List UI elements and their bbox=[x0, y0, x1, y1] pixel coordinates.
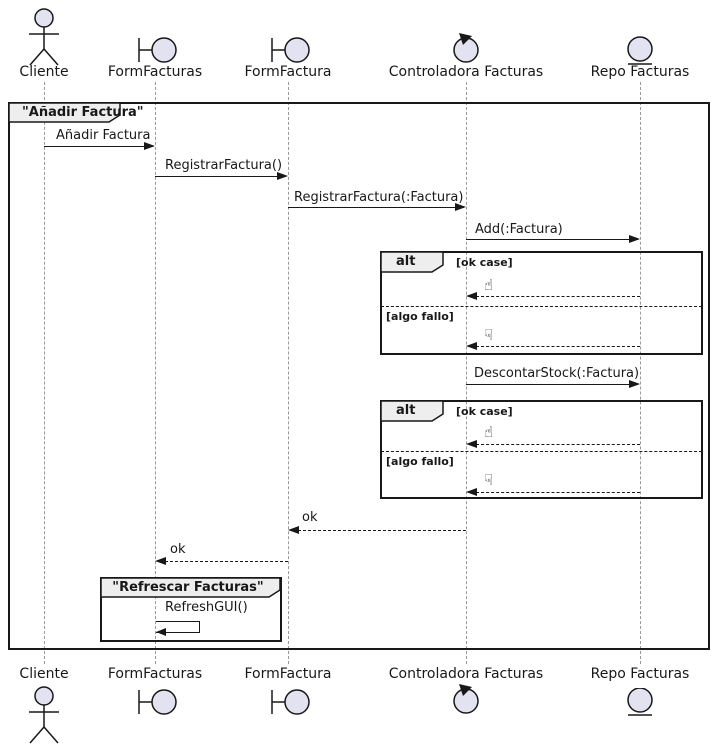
guard-label: [algo fallo] bbox=[386, 455, 454, 468]
message-label: RefreshGUI() bbox=[165, 600, 248, 615]
actor-icon bbox=[22, 4, 66, 70]
message-arrow bbox=[288, 203, 466, 212]
entity-icon bbox=[622, 36, 658, 72]
return-arrow bbox=[466, 292, 640, 301]
thumbs-down-icon: ☟ bbox=[484, 471, 494, 489]
message-label: RegistrarFactura(:Factura) bbox=[294, 190, 464, 205]
message-arrow bbox=[466, 235, 640, 244]
boundary-icon bbox=[137, 688, 179, 720]
message-label: Add(:Factura) bbox=[475, 222, 563, 237]
control-icon bbox=[450, 684, 482, 720]
self-message-arrowhead bbox=[156, 628, 166, 636]
frame-anadir-factura bbox=[8, 102, 710, 650]
alt-fragment-2-tab bbox=[380, 400, 445, 427]
alt-operator-label: alt bbox=[396, 254, 416, 269]
return-arrow bbox=[466, 342, 640, 351]
participant-label-formfacturas: FormFacturas bbox=[107, 666, 203, 682]
return-arrow bbox=[466, 440, 640, 449]
message-arrow bbox=[44, 142, 155, 151]
participant-label-controladora: Controladora Facturas bbox=[388, 666, 544, 682]
participant-label-formfacturas: FormFacturas bbox=[107, 64, 203, 80]
return-arrow bbox=[288, 526, 466, 535]
lifeline-repo-facturas bbox=[640, 82, 641, 664]
guard-label: [algo fallo] bbox=[386, 310, 454, 323]
thumbs-up-icon: ☝ bbox=[484, 276, 494, 294]
message-label: RegistrarFactura() bbox=[165, 158, 283, 173]
alt-fragment-2 bbox=[380, 400, 703, 499]
guard-label: [ok case] bbox=[456, 256, 513, 269]
self-message-arrow bbox=[156, 621, 200, 633]
thumbs-up-icon: ☝ bbox=[484, 423, 494, 441]
lifeline-formfacturas bbox=[155, 82, 156, 664]
entity-icon bbox=[622, 687, 658, 724]
frame-anadir-factura-title: "Añadir Factura" bbox=[22, 105, 144, 120]
participant-label-formfactura: FormFactura bbox=[244, 666, 332, 682]
message-label: DescontarStock(:Factura) bbox=[474, 366, 640, 381]
actor-icon bbox=[22, 684, 66, 748]
frame-anadir-factura-tab bbox=[8, 102, 122, 128]
return-label: ok bbox=[302, 510, 318, 525]
frame-refrescar-facturas-title: "Refrescar Facturas" bbox=[112, 580, 264, 595]
frame-refrescar-facturas-tab bbox=[100, 577, 282, 603]
alt-divider bbox=[381, 451, 702, 452]
alt-fragment-1 bbox=[380, 251, 703, 355]
lifeline-formfactura bbox=[288, 82, 289, 664]
alt-operator-label: alt bbox=[396, 403, 416, 418]
participant-label-controladora: Controladora Facturas bbox=[388, 64, 544, 80]
thumbs-down-icon: ☟ bbox=[484, 326, 494, 344]
control-icon bbox=[450, 33, 482, 69]
return-label: ok bbox=[170, 542, 186, 557]
guard-label: [ok case] bbox=[456, 405, 513, 418]
participant-label-formfactura: FormFactura bbox=[244, 64, 332, 80]
boundary-icon bbox=[270, 688, 312, 720]
lifeline-cliente bbox=[44, 82, 45, 664]
participant-label-cliente: Cliente bbox=[19, 666, 69, 682]
participant-label-repo: Repo Facturas bbox=[590, 64, 690, 80]
participant-label-repo: Repo Facturas bbox=[590, 666, 690, 682]
return-arrow bbox=[466, 488, 640, 497]
boundary-icon bbox=[137, 36, 179, 68]
message-arrow bbox=[155, 172, 288, 181]
alt-divider bbox=[381, 306, 702, 307]
message-arrow bbox=[466, 380, 640, 389]
return-arrow bbox=[155, 557, 288, 566]
lifeline-controladora-facturas bbox=[466, 82, 467, 664]
participant-label-cliente: Cliente bbox=[19, 64, 69, 80]
boundary-icon bbox=[270, 36, 312, 68]
alt-fragment-1-tab bbox=[380, 251, 445, 278]
message-label: Añadir Factura bbox=[56, 128, 151, 143]
